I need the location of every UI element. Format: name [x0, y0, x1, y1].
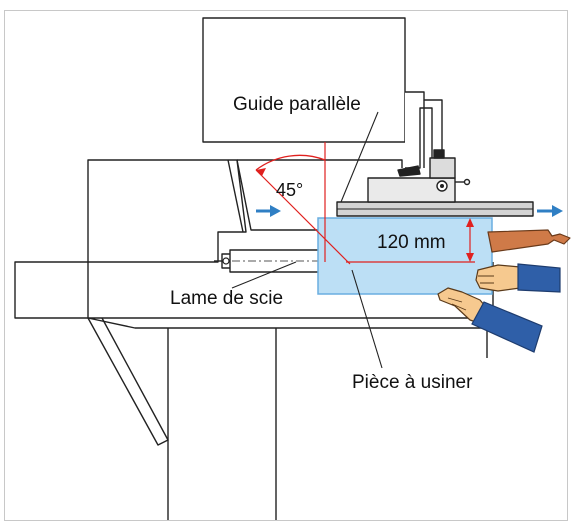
- fence-clamp-body: [367, 177, 456, 203]
- saw-blade-label: Lame de scie: [170, 288, 283, 309]
- rip-fence-label: Guide parallèle: [233, 94, 361, 115]
- blade-opening: [236, 159, 320, 231]
- fence-lock-knob-center: [440, 184, 444, 188]
- dimension-arrow-down: [466, 253, 474, 262]
- fence-screw-knob: [463, 178, 471, 186]
- sleeve-upper: [517, 263, 561, 293]
- blade-guard-housing: [202, 17, 406, 143]
- hand-icon: [475, 264, 521, 292]
- table-top-edge: [237, 159, 403, 168]
- angle-arc: [255, 154, 326, 171]
- machine-body: [14, 159, 247, 319]
- arrow-right-icon: [256, 205, 281, 217]
- push-stick-icon: [487, 229, 571, 253]
- dimension-arrow-up: [466, 218, 474, 227]
- angle-line-45: [255, 169, 351, 265]
- angle-arrowhead: [256, 168, 266, 176]
- fence-clamp-lever: [397, 165, 421, 177]
- blade-opening-inner: [227, 159, 244, 233]
- workpiece-label: Pièce à usiner: [352, 372, 473, 393]
- workpiece: [317, 217, 493, 295]
- image-border: [4, 10, 568, 521]
- leader-rip-fence: [340, 111, 379, 203]
- leg-brace: [87, 317, 169, 446]
- table-plate: [87, 317, 501, 329]
- saw-blade-arbor: [222, 257, 230, 265]
- sleeve-lower: [471, 301, 543, 353]
- dimension-label: 120 mm: [377, 232, 446, 253]
- leader-workpiece: [351, 269, 383, 369]
- leader-saw-blade: [231, 261, 297, 289]
- fence-clamp-block: [429, 157, 456, 179]
- angle-label: 45°: [276, 180, 303, 200]
- arrow-right-icon: [537, 205, 563, 217]
- fence-knob-top: [433, 149, 445, 159]
